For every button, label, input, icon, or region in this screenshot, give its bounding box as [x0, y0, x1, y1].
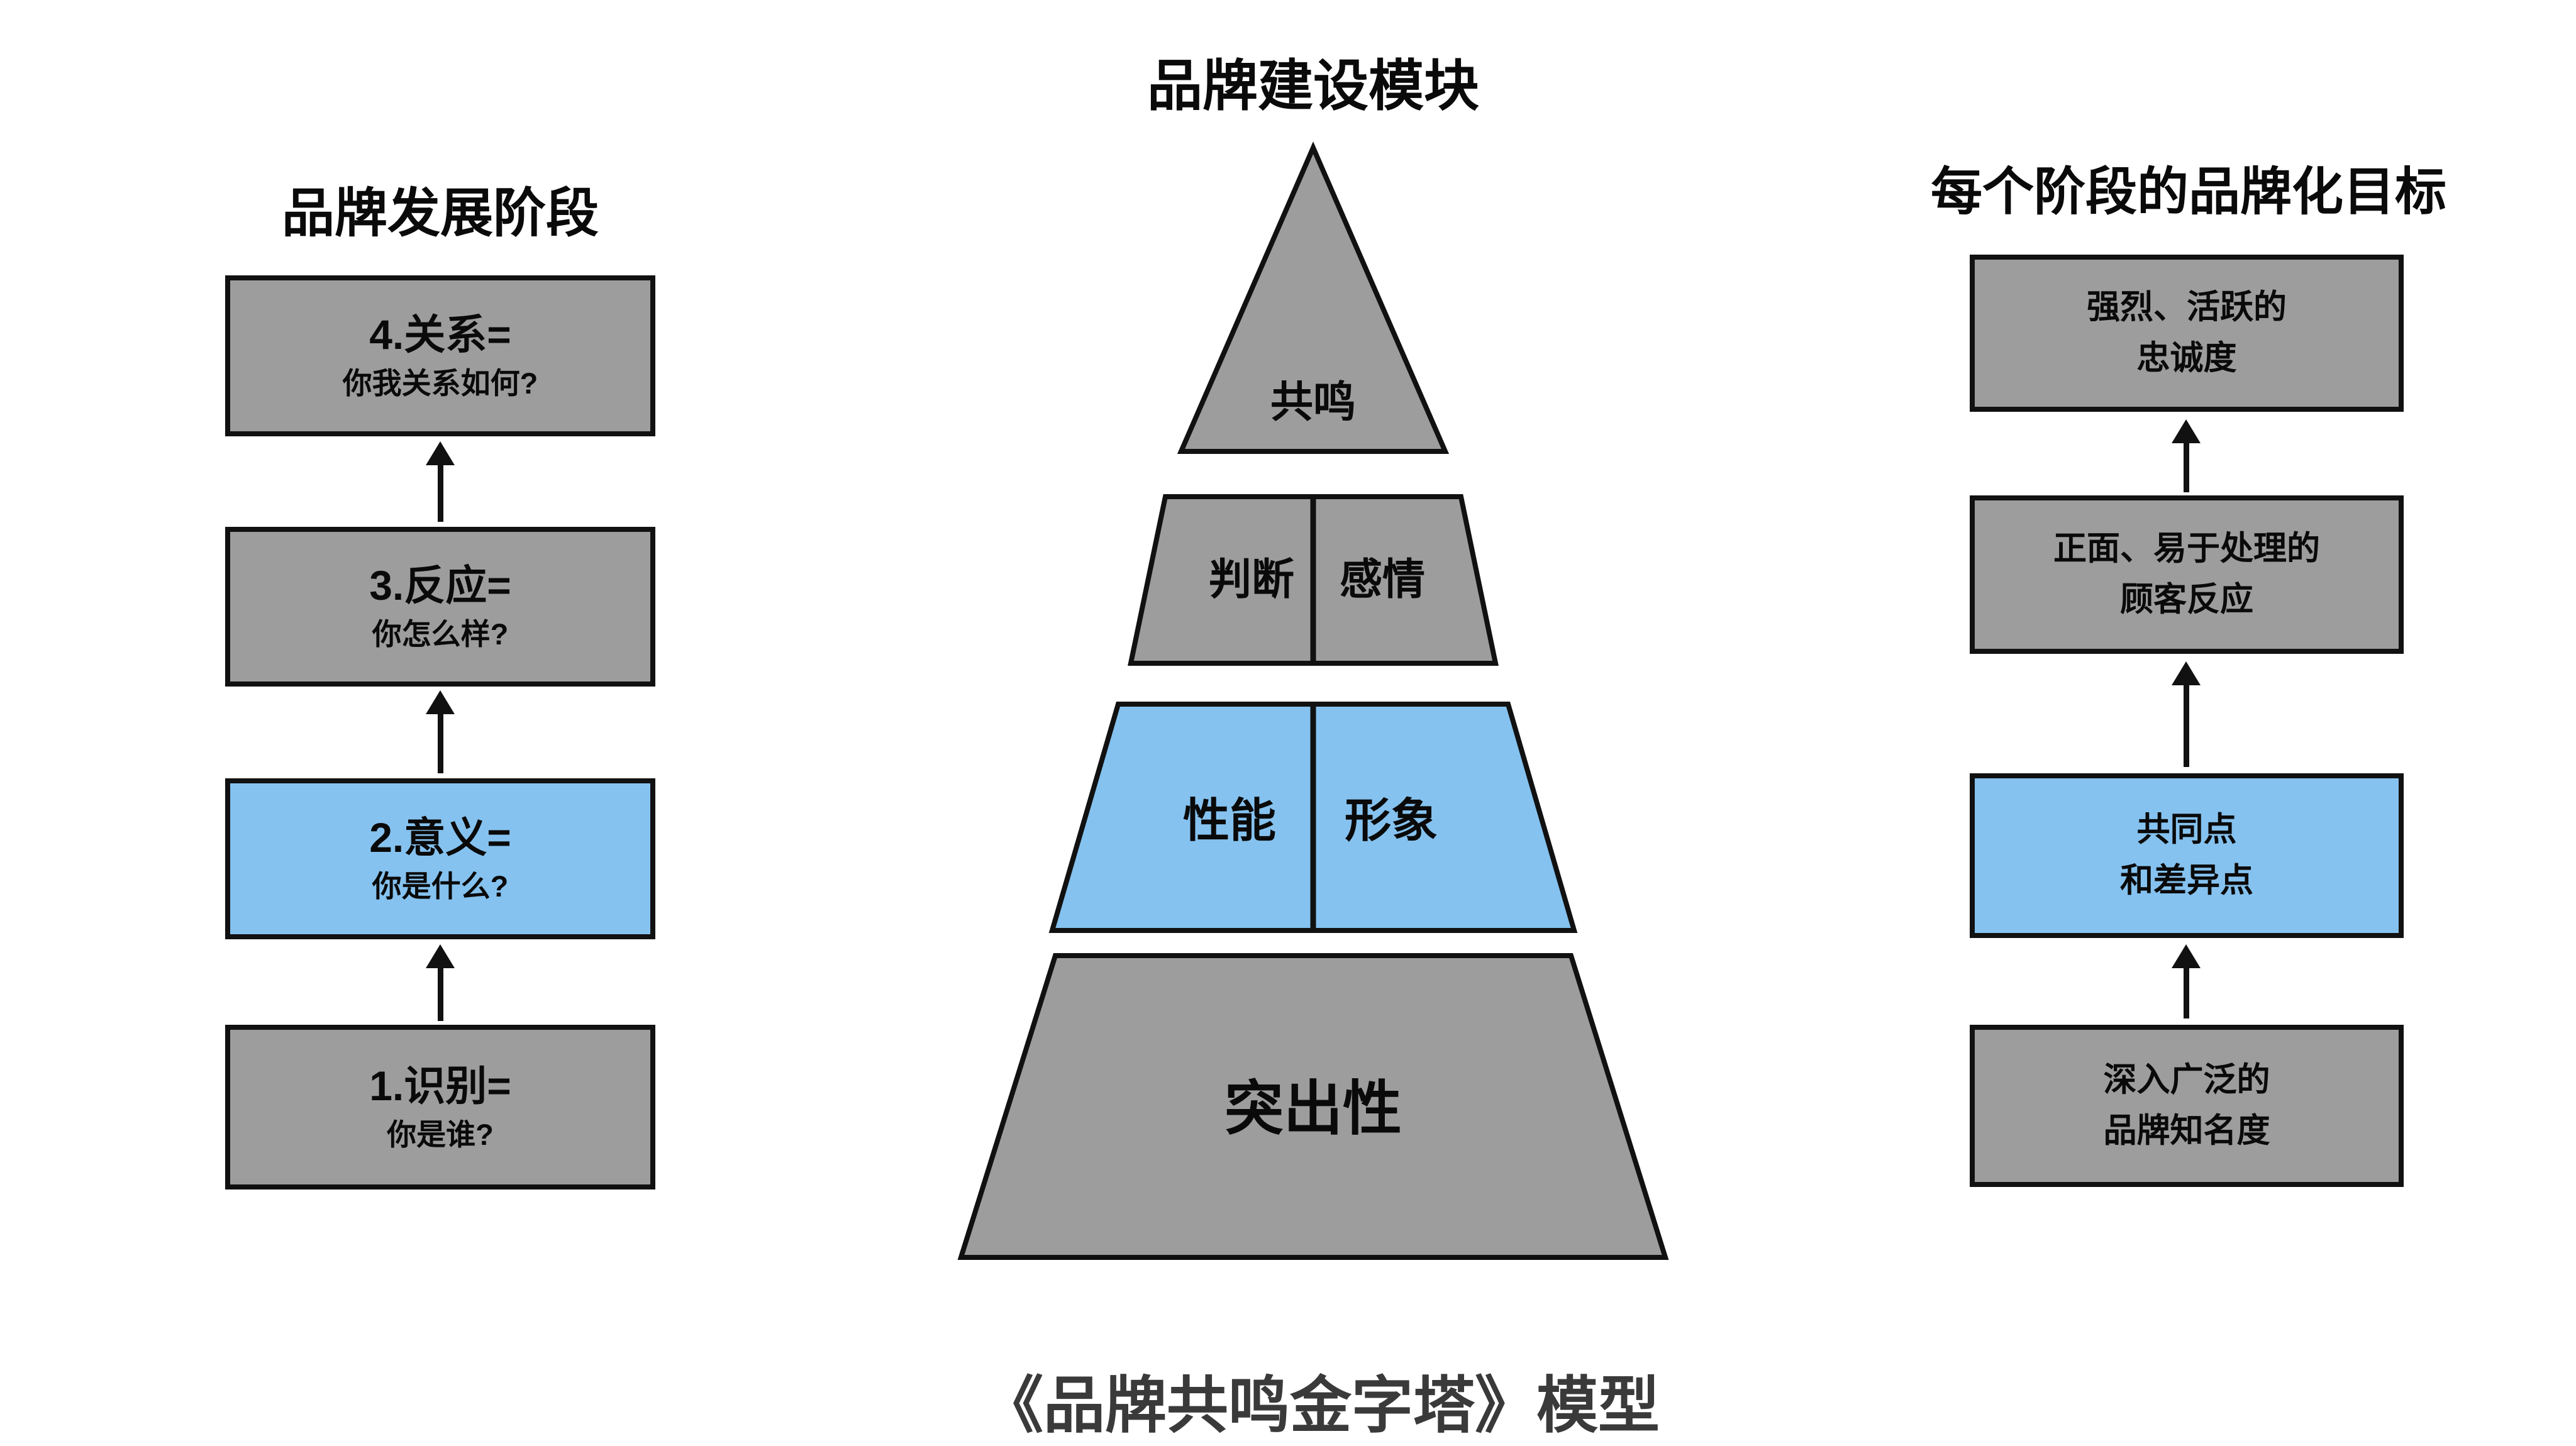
up-arrow-icon [425, 690, 455, 773]
pyramid-judgments-label: 判断 [1209, 556, 1294, 604]
pyramid-level-salience [957, 953, 1669, 1260]
arrow-head [426, 441, 455, 465]
left-column-title: 品牌发展阶段 [281, 184, 599, 243]
brand-pyramid: 共鸣 判断 感情 性能 形象 突出性 [957, 141, 1669, 1260]
stage-subtitle: 你怎么样? [372, 617, 509, 651]
arrow-head [426, 944, 455, 968]
arrow-head [2172, 419, 2201, 443]
pyramid-level-resonance [1177, 141, 1450, 454]
stage-box-meaning: 2.意义= 你是什么? [225, 778, 655, 939]
arrow-stem [437, 465, 443, 522]
arrow-head [2172, 944, 2201, 968]
up-arrow-icon [2171, 419, 2201, 492]
goal-line-2: 品牌知名度 [2103, 1112, 2270, 1149]
arrow-head [426, 690, 455, 714]
up-arrow-icon [425, 441, 455, 522]
goal-line-1: 深入广泛的 [2103, 1061, 2270, 1099]
stage-title: 4.关系= [369, 311, 511, 358]
stage-subtitle: 你是什么? [372, 869, 509, 903]
stage-box-responses: 3.反应= 你怎么样? [225, 527, 655, 687]
stage-box-relationships: 4.关系= 你我关系如何? [225, 275, 655, 436]
up-arrow-icon [2171, 661, 2201, 767]
goal-box-reactions: 正面、易于处理的 顾客反应 [1970, 495, 2404, 654]
pyramid-feelings-label: 感情 [1340, 556, 1425, 604]
right-column-title: 每个阶段的品牌化目标 [1930, 163, 2446, 221]
arrow-head [2172, 661, 2201, 685]
stage-box-identity: 1.识别= 你是谁? [225, 1025, 655, 1189]
goal-line-2: 和差异点 [2120, 862, 2253, 899]
arrow-stem [2183, 685, 2189, 767]
center-column-title: 品牌建设模块 [1146, 55, 1479, 117]
stage-title: 1.识别= [369, 1062, 511, 1109]
arrow-stem [2183, 443, 2189, 492]
stage-title: 3.反应= [369, 561, 511, 609]
goal-box-loyalty: 强烈、活跃的 忠诚度 [1970, 255, 2404, 412]
pyramid-imagery-label: 形象 [1345, 795, 1438, 847]
stage-title: 2.意义= [369, 814, 511, 861]
goal-line-1: 共同点 [2136, 811, 2237, 849]
goal-box-awareness: 深入广泛的 品牌知名度 [1970, 1025, 2404, 1187]
goal-line-1: 强烈、活跃的 [2087, 289, 2287, 326]
arrow-stem [437, 968, 443, 1021]
pyramid-performance-label: 性能 [1183, 795, 1276, 847]
stage-subtitle: 你是谁? [387, 1118, 494, 1152]
pyramid-salience-label: 突出性 [1224, 1076, 1402, 1142]
goal-line-1: 正面、易于处理的 [2053, 530, 2320, 568]
goal-box-points-of-parity-difference: 共同点 和差异点 [1970, 773, 2404, 938]
diagram-caption: 《品牌共鸣金字塔》模型 [981, 1371, 1660, 1440]
goal-line-2: 顾客反应 [2120, 581, 2253, 618]
arrow-stem [437, 714, 443, 773]
up-arrow-icon [2171, 944, 2201, 1018]
stage-subtitle: 你我关系如何? [342, 367, 538, 400]
pyramid-level-resonance-label: 共鸣 [1270, 378, 1356, 426]
up-arrow-icon [425, 944, 455, 1021]
goal-line-2: 忠诚度 [2136, 339, 2237, 377]
arrow-stem [2183, 968, 2189, 1018]
